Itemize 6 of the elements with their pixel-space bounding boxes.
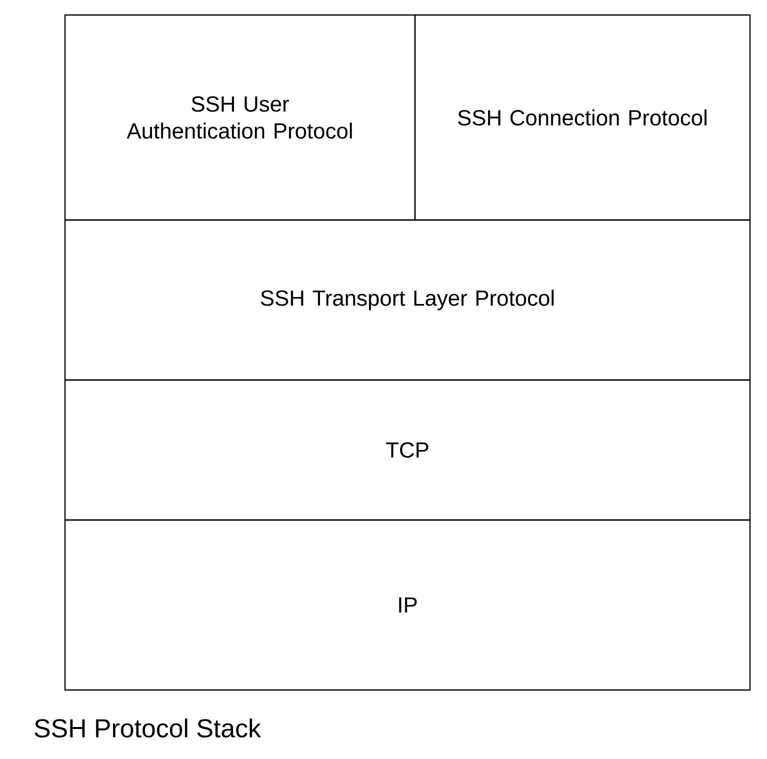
layer-band: IP — [64, 519, 751, 691]
layer-band: TCP — [64, 379, 751, 521]
layer-band: SSH User Authentication Protocol — [64, 14, 416, 221]
layer-band: SSH Transport Layer Protocol — [64, 219, 751, 381]
layer-band: SSH Connection Protocol — [414, 14, 751, 221]
caption: SSH Protocol Stack — [34, 718, 261, 738]
